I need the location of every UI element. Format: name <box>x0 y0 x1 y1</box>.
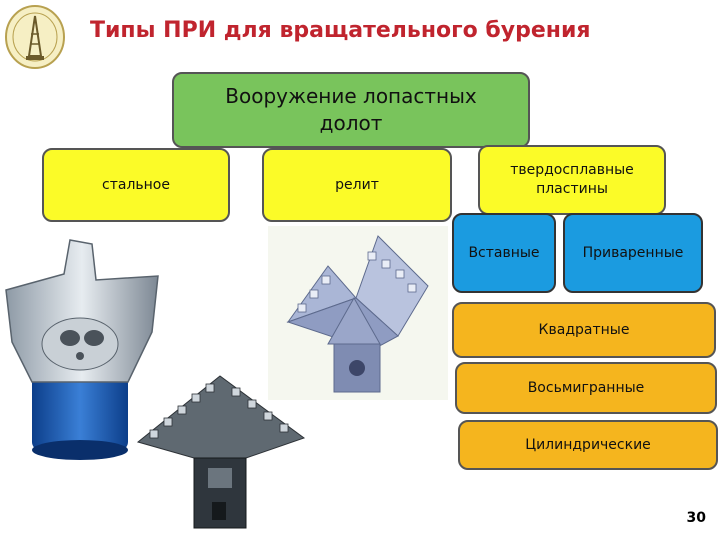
root-node-blade-bit-armament: Вооружение лопастных долот <box>172 72 530 148</box>
type-node-steel: стальное <box>42 148 230 222</box>
root-node-label: Вооружение лопастных долот <box>225 84 477 135</box>
shape-node-square: Квадратные <box>452 302 716 358</box>
mount-node-label: Вставные <box>468 244 540 261</box>
shape-node-label: Восьмигранные <box>527 379 645 396</box>
type-node-carbide-plates: твердосплавные пластины <box>478 145 666 215</box>
carbide-blade-bit-photo <box>136 375 306 529</box>
shape-node-label: Цилиндрические <box>525 436 651 453</box>
shape-node-label: Квадратные <box>538 321 630 338</box>
type-node-label: релит <box>335 176 379 193</box>
slide-title: Типы ПРИ для вращательного бурения <box>90 18 591 43</box>
shape-node-cylindrical: Цилиндрические <box>458 420 718 470</box>
mount-node-welded: Приваренные <box>563 213 703 293</box>
type-node-label: твердосплавные пластины <box>510 162 634 197</box>
mount-node-label: Приваренные <box>582 244 684 261</box>
page-number: 30 <box>686 510 706 526</box>
type-node-label: стальное <box>102 176 170 193</box>
type-node-relite: релит <box>262 148 452 222</box>
shape-node-octagonal: Восьмигранные <box>455 362 717 414</box>
relite-blade-bit-photo <box>268 226 448 400</box>
university-logo <box>4 4 66 70</box>
mount-node-inserted: Вставные <box>452 213 556 293</box>
steel-blade-bit-photo <box>5 239 159 460</box>
